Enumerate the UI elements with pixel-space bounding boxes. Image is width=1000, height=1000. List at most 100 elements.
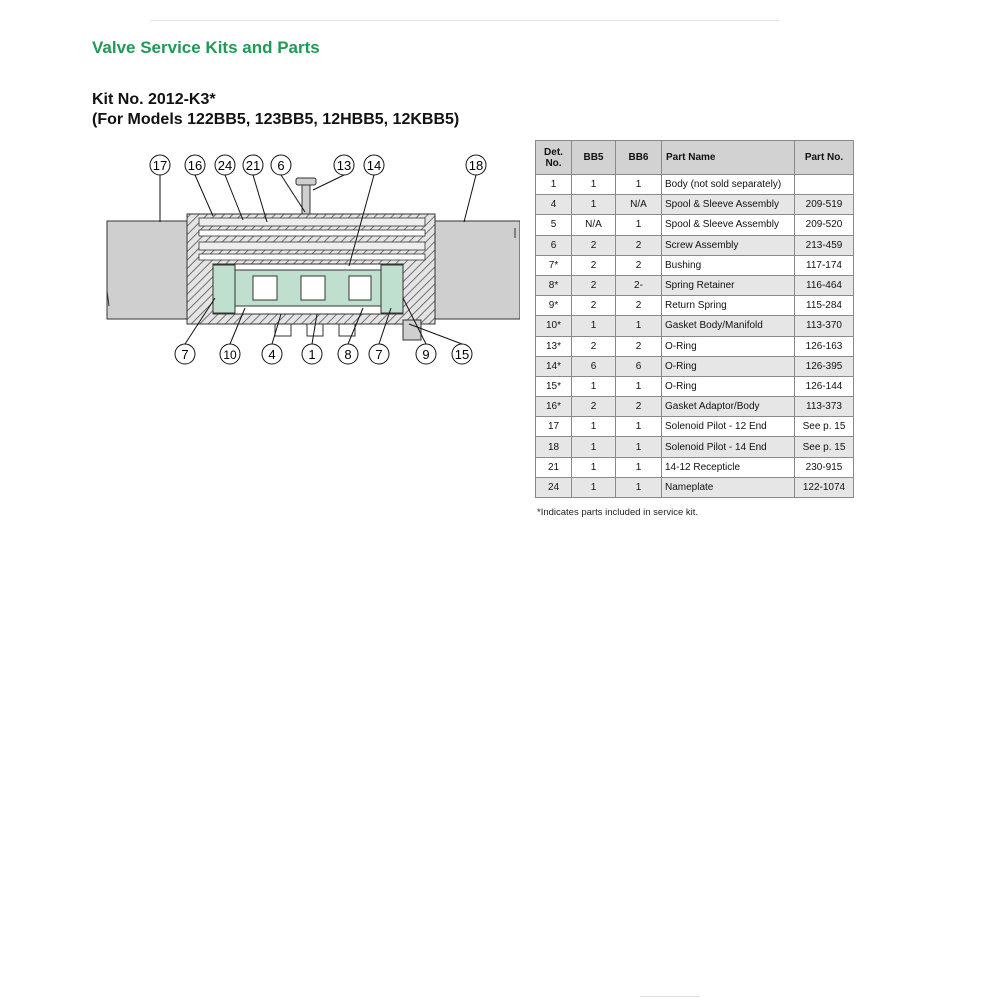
leader-lines — [159, 174, 477, 345]
bb6-cell: 2 — [615, 295, 662, 317]
bb6-cell: 1 — [615, 375, 662, 398]
bb6-cell: 1 — [615, 456, 662, 478]
bb5-cell: 1 — [571, 416, 616, 438]
part-name-cell: Spool & Sleeve Assembly — [661, 194, 795, 216]
valve-body — [186, 177, 436, 341]
bb6-cell: 2- — [615, 274, 662, 297]
top-divider — [150, 20, 780, 21]
bb6-cell: 2 — [615, 396, 662, 418]
bb5-cell: 2 — [571, 254, 616, 276]
bb5-cell: 2 — [571, 396, 616, 418]
part-no-cell: 122-1074 — [794, 476, 854, 499]
callout-top-8: 18 — [469, 158, 483, 173]
det-no-cell: 6 — [535, 234, 572, 256]
det-no-cell: 13* — [535, 335, 572, 357]
part-name-cell: Gasket Adaptor/Body — [661, 396, 795, 418]
part-name-cell: Nameplate — [661, 476, 795, 499]
bb5-cell: 1 — [571, 375, 616, 398]
header-part-name: Part Name — [661, 140, 795, 175]
kit-heading: Kit No. 2012-K3* (For Models 122BB5, 123… — [92, 90, 459, 130]
bb5-cell: 1 — [571, 194, 616, 216]
part-no-cell: See p. 15 — [794, 436, 854, 458]
part-no-cell: 126-395 — [794, 355, 854, 377]
bb5-cell: 2 — [571, 274, 616, 297]
bb5-cell: 2 — [571, 234, 616, 256]
header-det-no: Det. No. — [535, 140, 572, 175]
callout-bottom-7: 9 — [422, 347, 429, 362]
callout-bottom-6: 7 — [375, 347, 382, 362]
part-no-cell: 116-464 — [794, 274, 854, 297]
bb6-cell: 1 — [615, 476, 662, 499]
callouts-bottom: 7 10 4 1 8 7 9 15 — [174, 343, 473, 365]
det-no-cell: 9* — [535, 295, 572, 317]
part-name-cell: Solenoid Pilot - 12 End — [661, 416, 795, 438]
bb5-cell: 2 — [571, 335, 616, 357]
bb6-cell: 1 — [615, 214, 662, 236]
bb5-cell: 1 — [571, 173, 616, 196]
solenoid-left — [106, 220, 200, 320]
callout-bottom-4: 1 — [308, 347, 315, 362]
det-no-cell: 4 — [535, 194, 572, 216]
part-name-cell: Bushing — [661, 254, 795, 276]
solenoid-right — [427, 220, 520, 320]
bb5-cell: 6 — [571, 355, 616, 377]
det-no-cell: 24 — [535, 476, 572, 499]
det-no-cell: 8* — [535, 274, 572, 297]
callout-top-7: 14 — [367, 158, 381, 173]
section-title: Valve Service Kits and Parts — [92, 38, 320, 57]
bb5-cell: 2 — [571, 295, 616, 317]
bb5-cell: 1 — [571, 315, 616, 337]
bottom-divider — [640, 996, 700, 997]
bb6-cell: N/A — [615, 194, 662, 216]
callout-top-1: 17 — [153, 158, 167, 173]
callout-top-6: 13 — [337, 158, 351, 173]
callout-top-2: 16 — [188, 158, 202, 173]
part-no-cell: 230-915 — [794, 456, 854, 478]
det-no-cell: 14* — [535, 355, 572, 377]
header-part-no: Part No. — [794, 140, 854, 175]
callout-bottom-3: 4 — [268, 347, 275, 362]
det-no-cell: 10* — [535, 315, 572, 337]
callout-top-5: 6 — [277, 158, 284, 173]
bb6-cell: 1 — [615, 173, 662, 196]
callouts-top: 17 16 24 21 6 13 14 18 — [149, 154, 487, 176]
part-no-cell: 213-459 — [794, 234, 854, 256]
bb5-cell: 1 — [571, 436, 616, 458]
part-no-cell: See p. 15 — [794, 416, 854, 438]
part-name-cell: 14-12 Recepticle — [661, 456, 795, 478]
det-no-cell: 7* — [535, 254, 572, 276]
det-no-cell: 5 — [535, 214, 572, 236]
callout-top-4: 21 — [246, 158, 260, 173]
valve-cross-section-diagram: 17 16 24 21 6 13 14 18 7 10 4 1 8 7 9 15 — [106, 154, 520, 365]
bb6-cell: 6 — [615, 355, 662, 377]
bb5-cell: 1 — [571, 476, 616, 499]
det-no-cell: 17 — [535, 416, 572, 438]
det-no-cell: 15* — [535, 375, 572, 398]
part-name-cell: Solenoid Pilot - 14 End — [661, 436, 795, 458]
part-no-cell: 115-284 — [794, 295, 854, 317]
header-bb5: BB5 — [571, 140, 616, 175]
part-name-cell: O-Ring — [661, 335, 795, 357]
part-no-cell: 209-520 — [794, 214, 854, 236]
bb5-cell: N/A — [571, 214, 616, 236]
callout-bottom-8: 15 — [455, 347, 469, 362]
part-name-cell: Spring Retainer — [661, 274, 795, 297]
header-bb6: BB6 — [615, 140, 662, 175]
bb6-cell: 1 — [615, 436, 662, 458]
bb6-cell: 1 — [615, 315, 662, 337]
det-no-cell: 1 — [535, 173, 572, 196]
part-no-cell: 126-144 — [794, 375, 854, 398]
callout-top-3: 24 — [218, 158, 232, 173]
bb6-cell: 1 — [615, 416, 662, 438]
